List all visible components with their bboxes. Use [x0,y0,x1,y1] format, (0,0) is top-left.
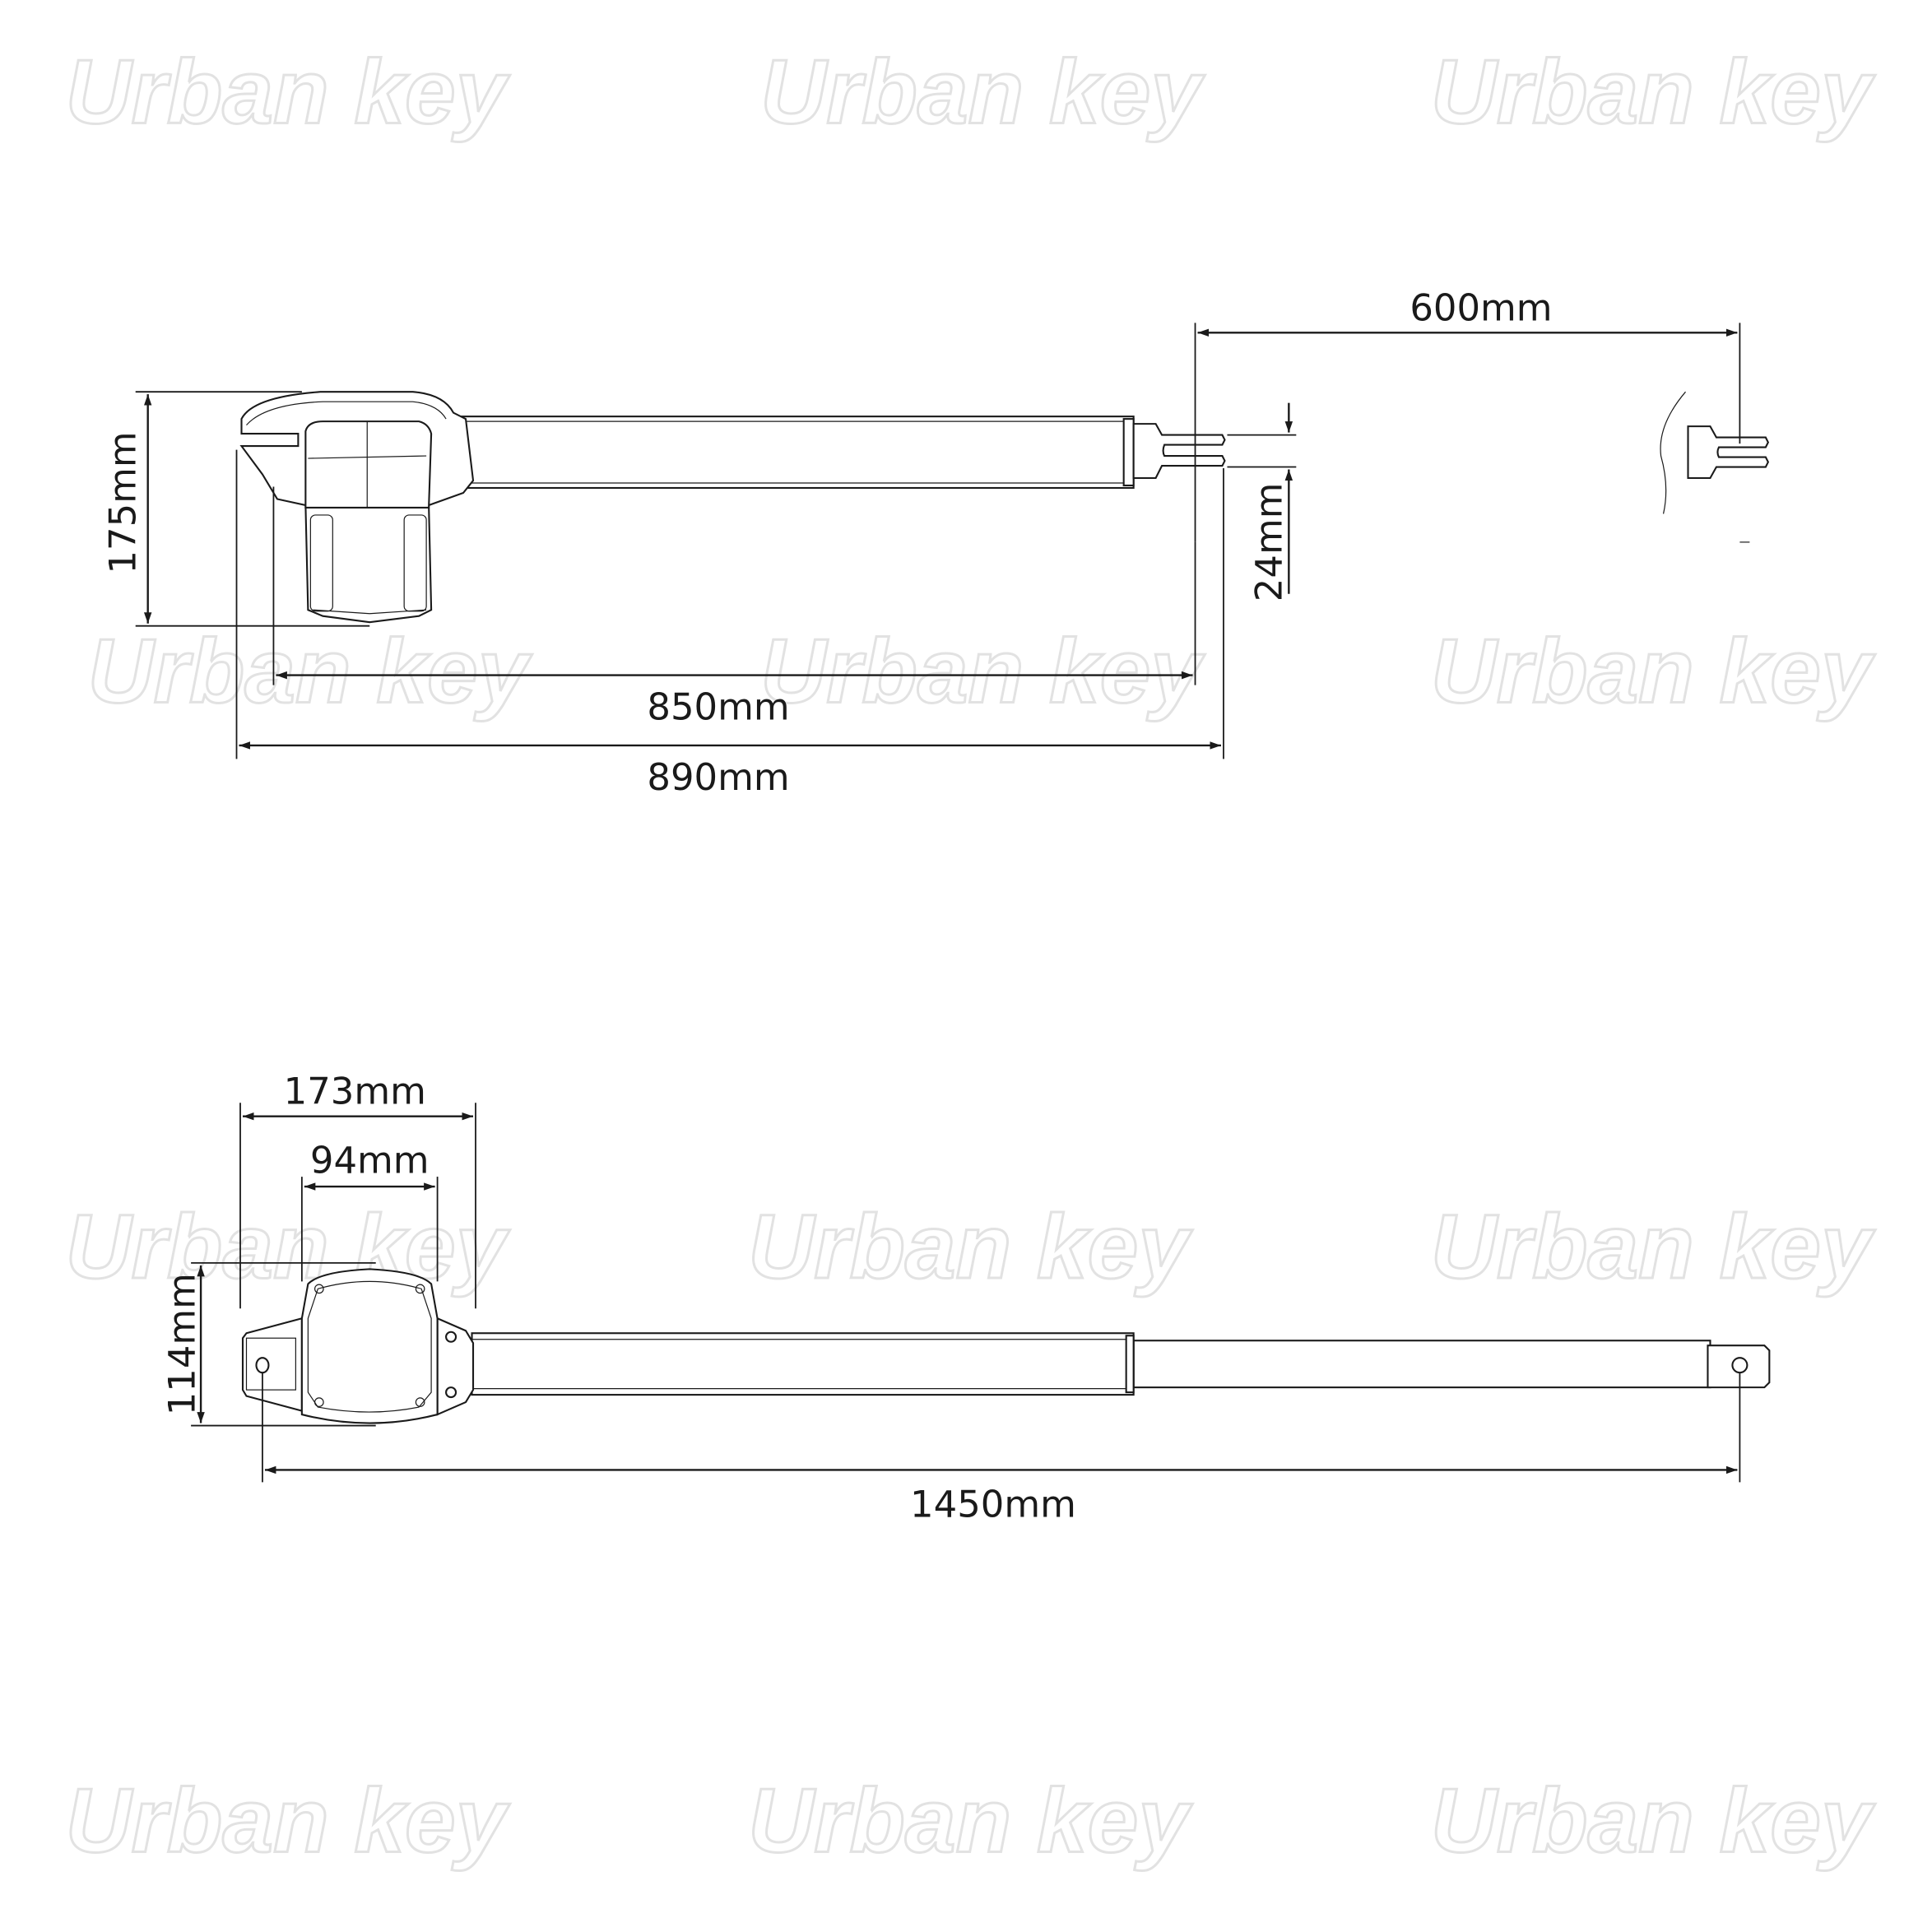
side-view-actuator [239,391,1226,624]
retracted-length-label: 850mm [647,685,789,729]
side-view-extended-rod-end [1660,391,1770,543]
watermark: Urban key [1431,1196,1876,1298]
watermark: Urban key [748,1771,1193,1872]
dimension-94mm: 94mm [300,1139,439,1282]
dimension-600mm: 600mm [1194,286,1741,542]
height-label: 175mm [101,431,145,574]
watermark: Urban key [760,42,1205,143]
housing-width-label: 173mm [284,1070,426,1113]
cover-width-label: 94mm [310,1139,430,1182]
watermark: Urban key [66,1196,511,1298]
dimension-173mm: 173mm [239,1070,476,1309]
top-view-actuator [241,1268,1771,1424]
watermark: Urban key [1431,42,1876,143]
clevis-label: 24mm [1247,483,1290,602]
watermark: Urban key [87,621,532,722]
dimension-890mm: 890mm [235,449,1224,799]
watermark: Urban key [1431,621,1876,722]
overall-length-label: 890mm [647,755,789,799]
dimension-175mm: 175mm [101,391,370,627]
depth-label: 114mm [160,1273,204,1415]
extended-length-label: 1450mm [910,1482,1076,1526]
dimension-850mm: 850mm [272,486,1196,729]
watermark: Urban key [66,42,511,143]
watermarks: Urban key Urban key Urban key Urban key … [64,40,1877,1873]
dimension-1450mm: 1450mm [262,1372,1741,1526]
stroke-label: 600mm [1410,286,1552,329]
dimension-24mm: 24mm [1227,402,1297,602]
watermark: Urban key [760,621,1205,722]
watermark: Urban key [66,1771,511,1872]
watermark: Urban key [1431,1771,1876,1872]
dimension-114mm: 114mm [160,1261,376,1427]
watermark: Urban key [748,1196,1193,1298]
